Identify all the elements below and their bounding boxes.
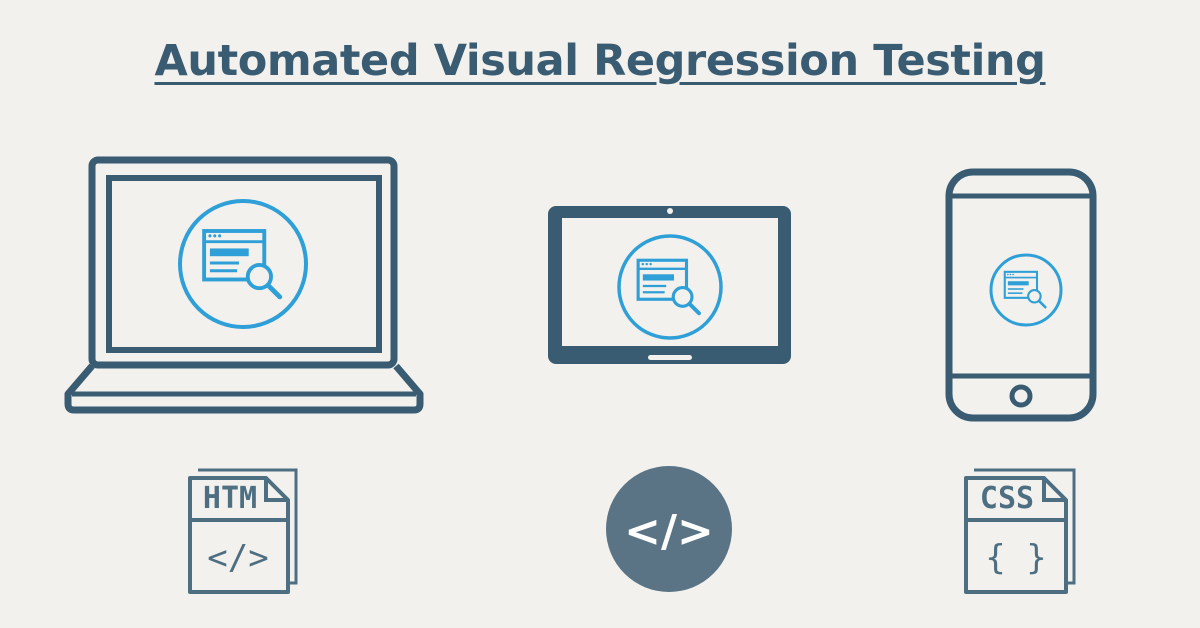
code-icon: </>	[606, 466, 732, 592]
laptop-search-badge	[178, 199, 308, 329]
tablet-icon	[548, 206, 791, 364]
web-page-search-icon	[1003, 270, 1047, 309]
laptop-icon	[64, 156, 424, 414]
smartphone-icon	[945, 168, 1097, 422]
css-file-label: CSS	[980, 481, 1034, 516]
html-file-label: HTM	[203, 481, 257, 516]
smartphone-search-badge	[989, 253, 1063, 327]
code-symbol: </>	[624, 506, 714, 557]
css-brace-symbol: { }	[985, 538, 1046, 578]
css-file-icon: CSS { }	[964, 468, 1076, 594]
page-title: Automated Visual Regression Testing	[154, 36, 1046, 86]
web-page-search-icon	[204, 231, 280, 297]
tablet-search-badge	[617, 234, 723, 340]
html-file-icon: HTM </>	[188, 468, 298, 594]
html-code-symbol: </>	[207, 538, 268, 578]
